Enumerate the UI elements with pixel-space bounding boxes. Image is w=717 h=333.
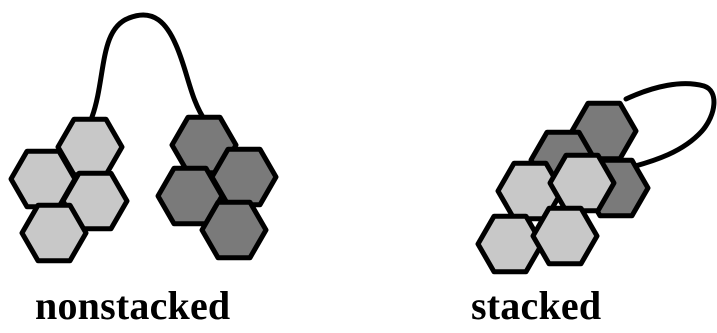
hexagon-stacked-light-2 bbox=[547, 152, 617, 214]
linker-loop-nonstacked bbox=[89, 12, 209, 125]
hexagon-nonstacked-dark-4 bbox=[199, 199, 269, 261]
nonstacked-label: nonstacked bbox=[35, 283, 231, 328]
hexagon-nonstacked-dark-3 bbox=[209, 146, 279, 208]
hexagon-stacked-light-4 bbox=[530, 205, 600, 267]
hexagon-nonstacked-light-3 bbox=[60, 170, 130, 232]
stacked-label: stacked bbox=[471, 283, 602, 328]
hexagon-stacked-light-3 bbox=[475, 213, 545, 275]
hexagon-nonstacked-light-4 bbox=[19, 202, 89, 264]
linker-loop-stacked bbox=[617, 81, 717, 173]
